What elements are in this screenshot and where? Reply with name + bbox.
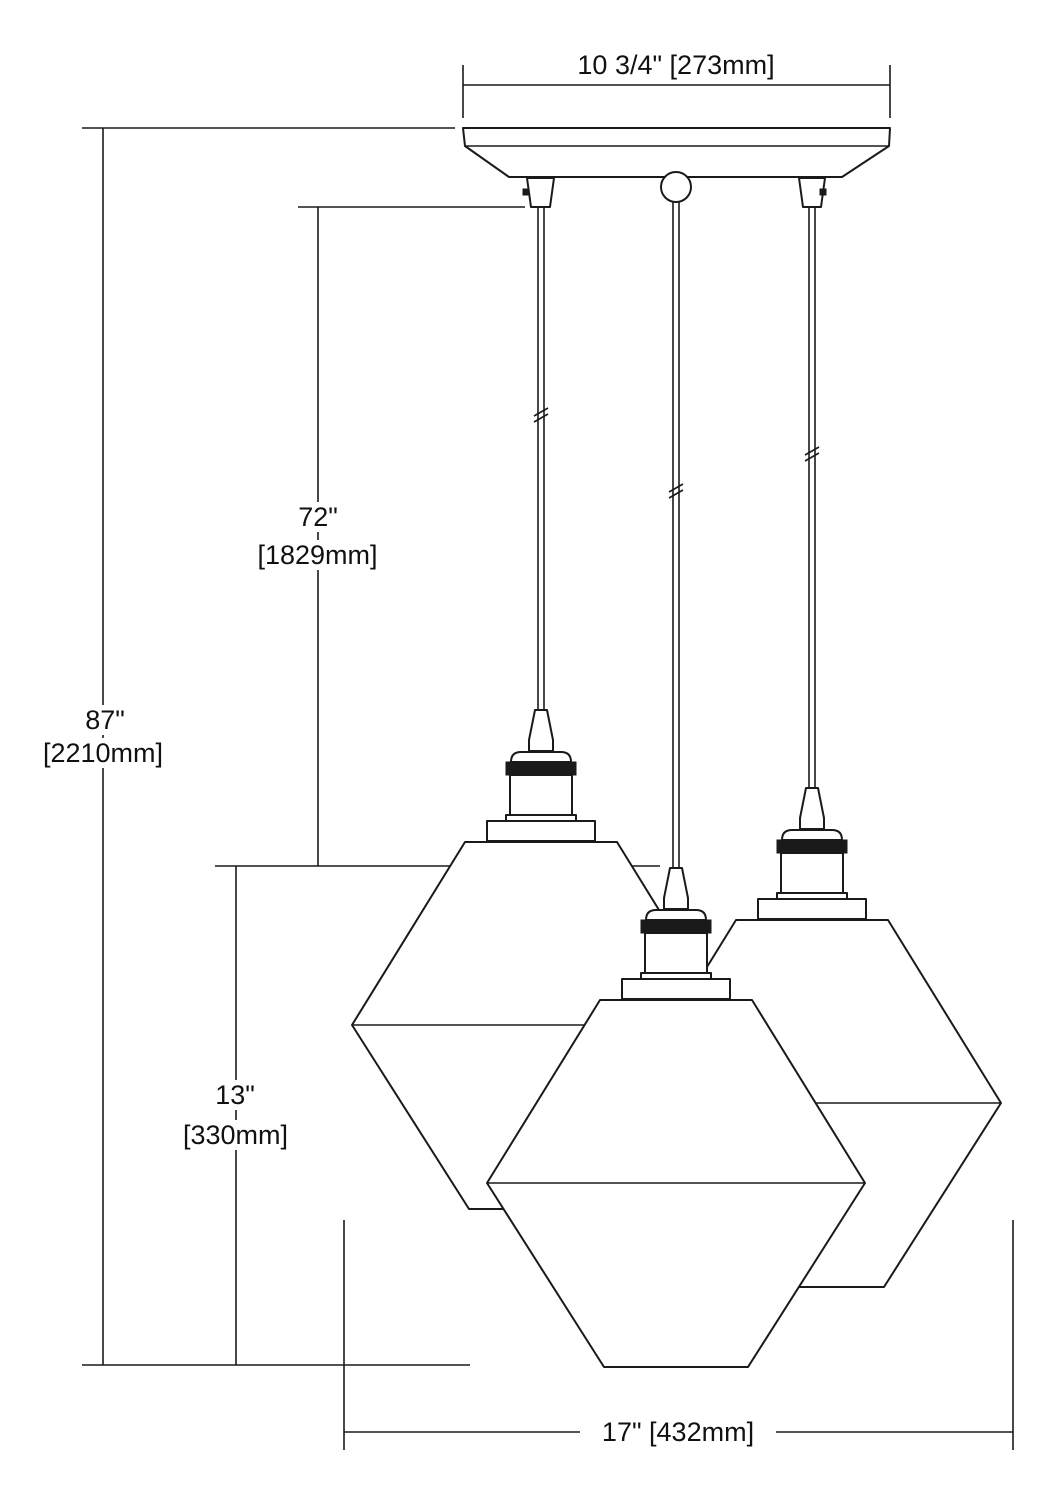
pendant-center-part	[663, 867, 689, 910]
pendant-left-part	[486, 820, 596, 842]
pendant-left-part	[509, 774, 573, 816]
pendant-right-part	[799, 787, 825, 830]
pendant-center-part	[668, 483, 684, 499]
pendant-center-part	[644, 932, 708, 974]
pendant-center-part	[645, 909, 707, 921]
pendant-left-part	[528, 709, 554, 752]
pendant-right-part	[757, 898, 867, 920]
cord-length-label: 72"	[273, 502, 363, 532]
cord-length-mm-label: [1829mm]	[240, 540, 395, 570]
pendant-left-part	[533, 407, 549, 423]
pendant-left-part	[510, 751, 572, 763]
shade-height-mm-label: [330mm]	[163, 1120, 308, 1150]
pendant-center-part	[621, 978, 731, 1000]
pendant-right-part	[781, 829, 843, 841]
shade-height-label: 13"	[190, 1080, 280, 1110]
pendant-left-part	[505, 761, 577, 776]
overall-width-label: 17" [432mm]	[580, 1417, 776, 1447]
pendant-right-part	[780, 852, 844, 894]
pendant-right-part	[804, 446, 820, 462]
pendant-center	[486, 202, 866, 1368]
canopy-width-label: 10 3/4" [273mm]	[530, 50, 822, 80]
overall-height-mm-label: [2210mm]	[28, 738, 178, 768]
overall-height-label: 87"	[60, 705, 150, 735]
canopy	[462, 127, 891, 208]
pendant-right-part	[776, 839, 848, 854]
pendant-center-part	[640, 919, 712, 934]
